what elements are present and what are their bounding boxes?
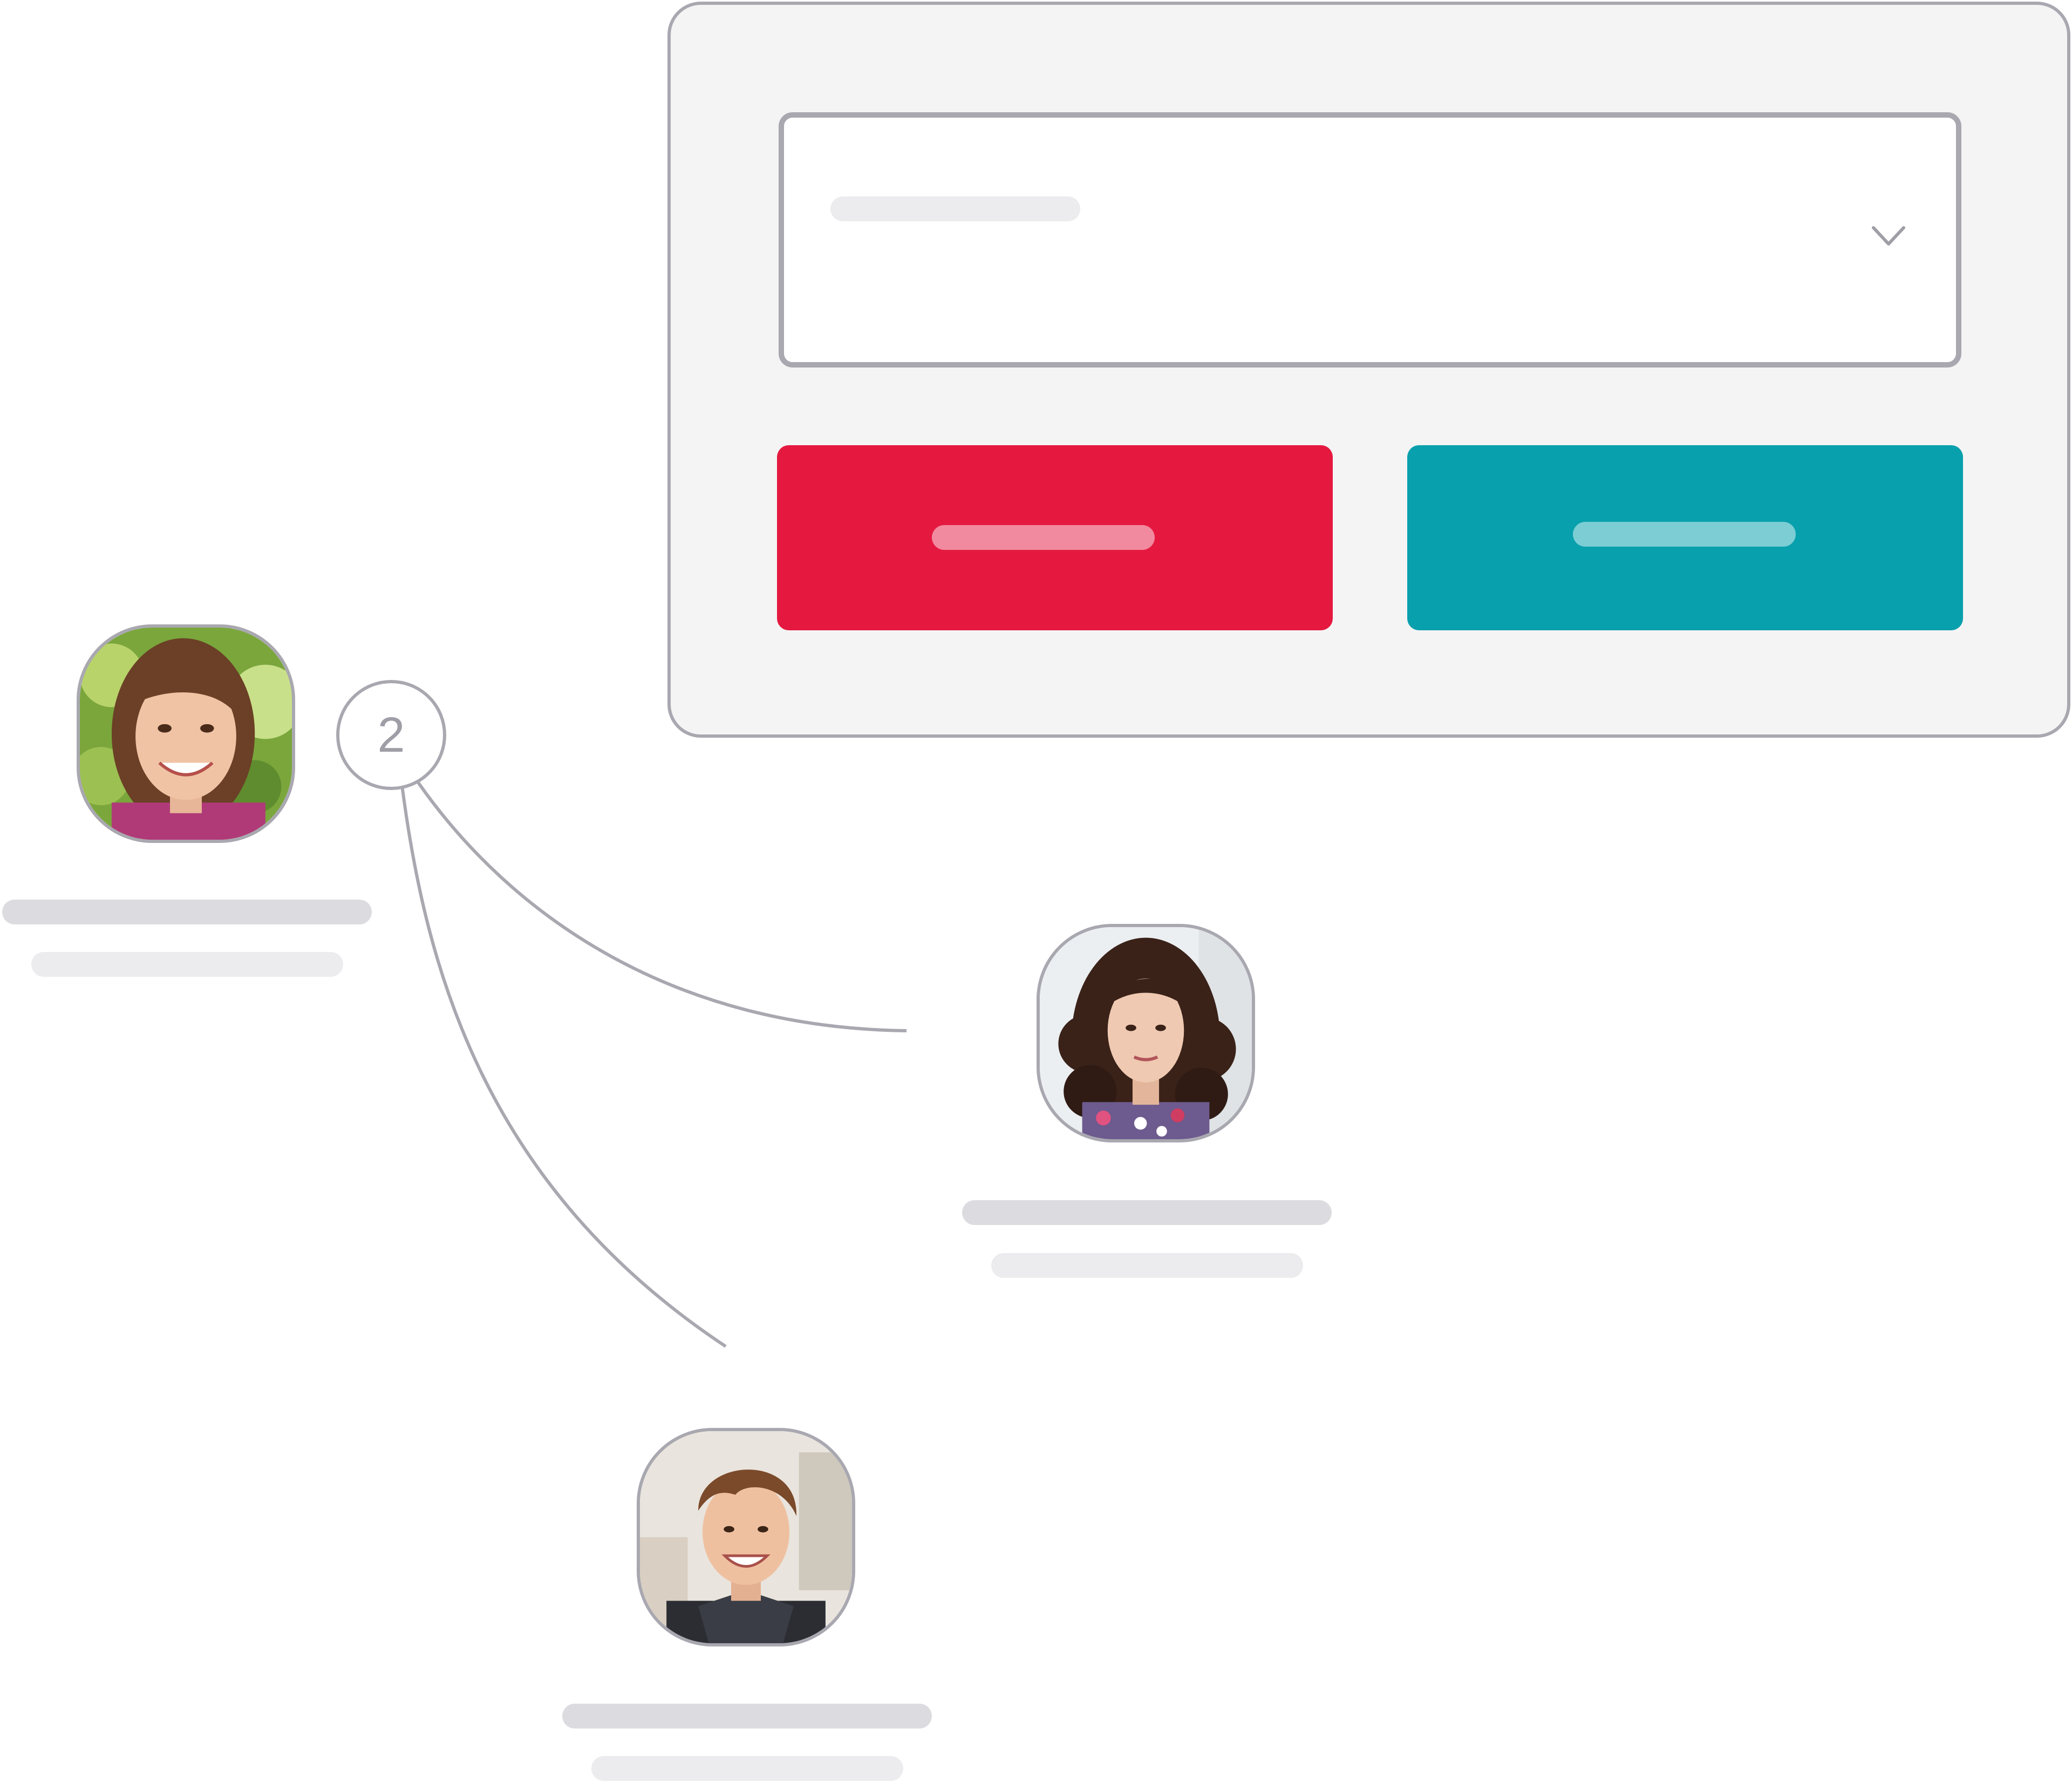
person-3-name-line [562, 1704, 932, 1728]
chevron-down-icon[interactable] [1871, 226, 1906, 247]
woman-smiling-photo [80, 628, 292, 840]
accept-button-label-line [1573, 522, 1796, 547]
person-2-name-line [962, 1200, 1332, 1225]
decline-button[interactable] [777, 445, 1333, 630]
man-smiling-photo [640, 1431, 852, 1643]
approver-select[interactable] [779, 112, 1961, 368]
connector-to-person-3 [400, 785, 727, 1348]
connector-to-person-2 [417, 781, 907, 1032]
decline-button-label-line [932, 525, 1155, 550]
accept-button[interactable] [1407, 445, 1963, 630]
person-1-role-line [31, 952, 343, 977]
select-placeholder-line [830, 196, 1080, 221]
avatar-person-2[interactable] [1037, 924, 1255, 1142]
woman-curly-hair-photo [1040, 927, 1252, 1139]
avatar-person-1[interactable] [77, 624, 295, 843]
person-3-role-line [591, 1756, 903, 1781]
count-badge: 2 [336, 680, 446, 790]
person-1-name-line [2, 900, 372, 924]
avatar-person-3[interactable] [637, 1428, 855, 1646]
person-2-role-line [991, 1253, 1303, 1278]
